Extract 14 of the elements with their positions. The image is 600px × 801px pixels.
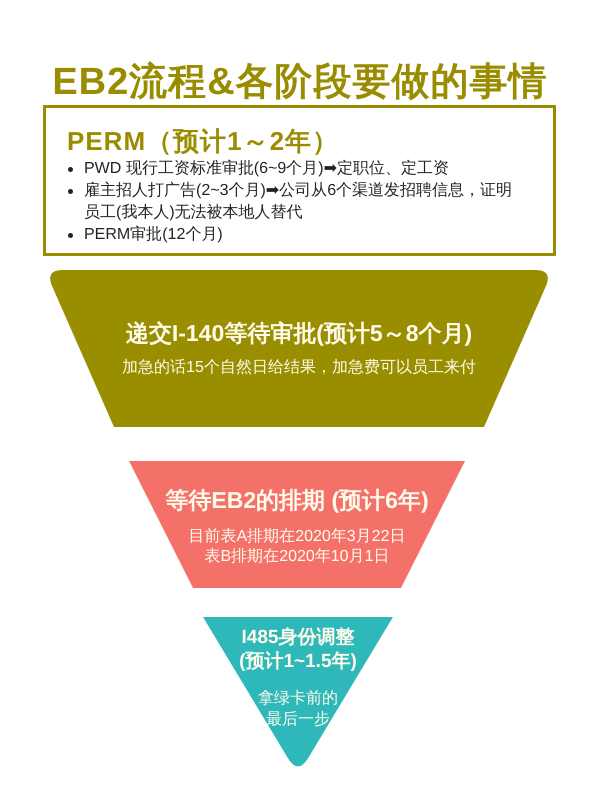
stage-heading: I485身份调整(预计1~1.5年) <box>238 626 358 674</box>
stage-note: 目前表A排期在2020年3月22日 <box>188 526 406 546</box>
stage-note: 加急的话15个自然日给结果，加急费可以员工来付 <box>122 358 476 378</box>
box-heading: PERM（预计1～2年） <box>67 126 340 156</box>
bullet-text: PWD 现行工资标准审批(6~9个月)➡定职位、定工资 <box>84 158 450 179</box>
stage-note: 拿绿卡前的最后一步 <box>257 688 339 730</box>
trapezoid <box>129 461 465 588</box>
stage-note: 表B排期在2020年10月1日 <box>204 546 390 566</box>
bullet-text: 雇主招人打广告(2~3个月)➡公司从6个渠道发招聘信息，证明员工(我本人)无法被本地人替代 <box>84 180 514 223</box>
stage-heading: 等待EB2的排期 (预计6年) <box>165 486 429 514</box>
stage-heading: 递交I-140等待审批(预计5～8个月) <box>126 319 472 347</box>
bullet-text: PERM审批(12个月) <box>84 224 224 245</box>
page-title: EB2流程&各阶段要做的事情 <box>52 60 548 105</box>
bordered-box <box>43 105 556 256</box>
